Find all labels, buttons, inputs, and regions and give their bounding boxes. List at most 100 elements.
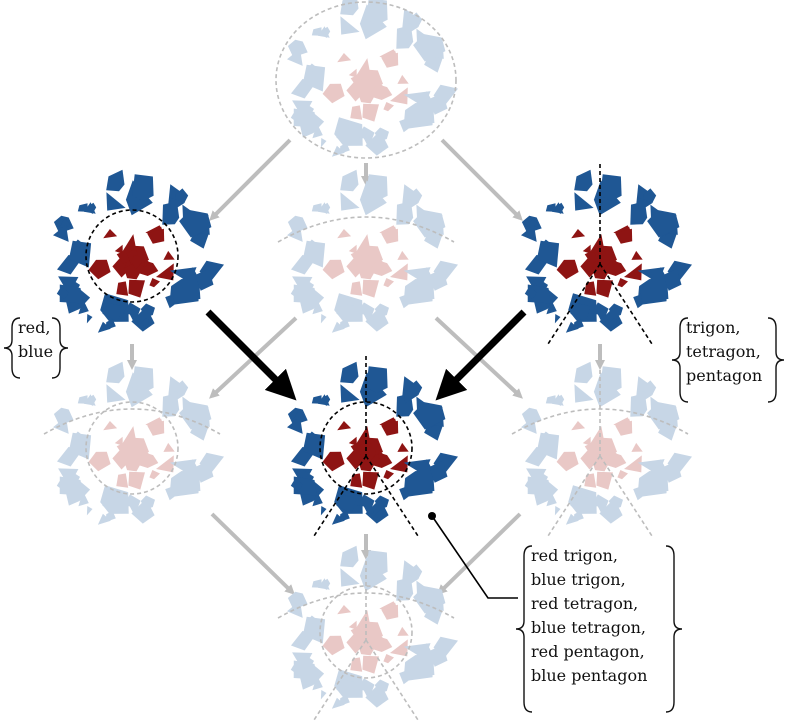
blue-shard (357, 302, 375, 316)
blue-shard (87, 202, 97, 215)
red-shard (163, 442, 175, 452)
blue-shard (591, 494, 609, 508)
blue-shard (129, 313, 141, 323)
blue-shard (599, 498, 623, 524)
blue-shard (573, 319, 584, 330)
color-partition-circle (85, 401, 179, 495)
red-shard (383, 278, 394, 288)
blue-shard (570, 494, 591, 514)
blue-shard (404, 573, 420, 588)
red-shard (556, 259, 579, 280)
red-shard (390, 639, 408, 657)
blue-shard (429, 644, 448, 667)
blue-shard (413, 34, 446, 62)
outer-boundary (275, 1, 457, 159)
blue-shard (179, 459, 203, 491)
blue-shard (363, 137, 375, 147)
red-shard (131, 447, 143, 462)
blue-shard (106, 361, 125, 384)
blue-shard (123, 494, 141, 508)
blue-shard (608, 510, 618, 520)
red-shard (348, 244, 357, 254)
ring-partition-arc (511, 408, 689, 435)
blue-shard (429, 268, 448, 291)
blue-shard (105, 511, 116, 522)
blue-shard (78, 491, 89, 507)
shape-partition-ray (599, 263, 653, 345)
red-shard (596, 471, 613, 490)
blue-shard (312, 299, 323, 315)
blue-shard (336, 678, 357, 698)
blue-shard (106, 169, 125, 192)
blue-shard (132, 174, 154, 202)
blue-shard (339, 511, 350, 522)
red-shard (582, 436, 591, 446)
blue-shard (570, 302, 591, 322)
ring-partition-arc (43, 408, 221, 435)
red-shard (589, 234, 605, 254)
blue-shard (56, 480, 69, 492)
red-shard (355, 234, 371, 254)
red-shard (584, 473, 597, 488)
red-shard (123, 263, 144, 280)
ring-partition-arc (277, 592, 455, 619)
blue-shard (647, 402, 680, 430)
red-shard (114, 244, 123, 254)
red-shard (390, 263, 408, 281)
blue-shard (170, 389, 186, 404)
brace-shapes-left (671, 317, 689, 403)
blue-shard (293, 476, 317, 496)
blue-shard (597, 313, 609, 323)
blue-shard (413, 643, 437, 675)
red-shard (123, 455, 144, 472)
blue-shard (77, 203, 88, 212)
node-color-split (53, 169, 224, 333)
blue-shard (565, 513, 579, 525)
blue-shard (524, 288, 537, 300)
red-shard (138, 258, 159, 276)
blue-shard (336, 494, 357, 514)
red-shard (378, 258, 384, 268)
node-shape-split (521, 164, 692, 345)
red-shard (348, 620, 357, 630)
blue-shard (86, 314, 93, 324)
blue-shard (123, 302, 141, 316)
blue-shard (312, 123, 323, 139)
red-shard (337, 421, 352, 431)
red-shard (337, 605, 352, 615)
red-shard (355, 610, 371, 630)
red-shard (584, 281, 597, 296)
shape-partition-ray (313, 455, 367, 537)
brace-combined-right (665, 545, 683, 713)
red-shard (128, 471, 145, 490)
brace-colors-right (51, 317, 69, 379)
blue-shard (413, 91, 437, 123)
blue-shard (608, 318, 618, 328)
blue-shard (179, 267, 203, 299)
red-shard (362, 655, 379, 674)
blue-shard (336, 126, 357, 146)
blue-shard (293, 108, 317, 128)
red-shard (571, 421, 586, 431)
blue-shard (331, 513, 345, 525)
red-shard (121, 426, 137, 446)
red-shard (149, 470, 160, 480)
blue-shard (340, 16, 360, 35)
red-shard (612, 258, 618, 268)
label-shapes-line-2: tetragon, (686, 342, 761, 361)
blue-shard (597, 505, 609, 515)
blue-shard (312, 675, 323, 691)
red-shard (383, 654, 394, 664)
blue-shard (565, 321, 579, 333)
color-partition-circle (319, 401, 413, 495)
label-combined-line-5: red pentagon, (531, 642, 645, 661)
blue-shard (140, 510, 150, 520)
blue-shard (59, 409, 72, 420)
red-shard (378, 82, 384, 92)
blue-shard (131, 306, 155, 332)
blue-shard (53, 224, 69, 242)
blue-shard (179, 402, 212, 430)
blue-shard (663, 268, 682, 291)
blue-shard (97, 321, 111, 333)
blue-shard (429, 460, 448, 483)
